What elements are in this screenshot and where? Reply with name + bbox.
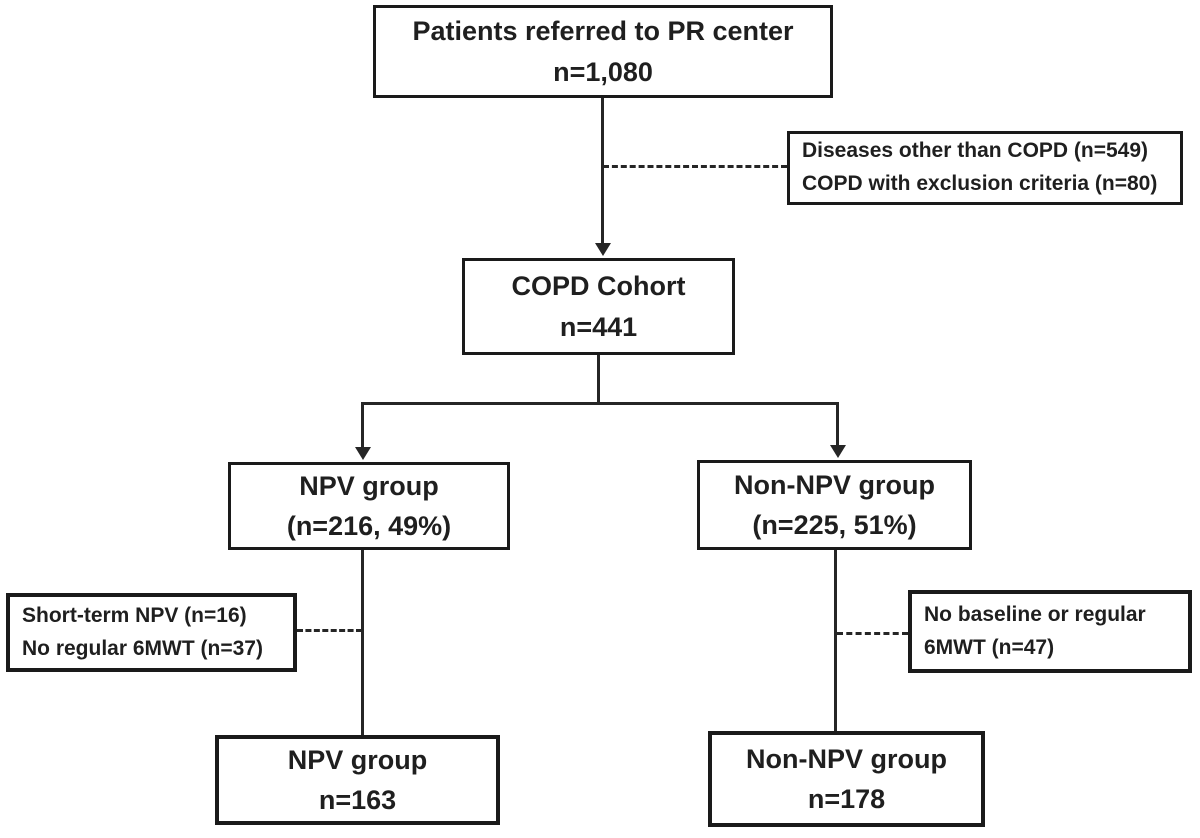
box-excluded-top: Diseases other than COPD (n=549) COPD wi… <box>787 131 1183 205</box>
box-count: n=163 <box>318 785 397 815</box>
box-patients-referred: Patients referred to PR center n=1,080 <box>373 5 833 98</box>
box-excluded-npv: Short-term NPV (n=16) No regular 6MWT (n… <box>6 593 297 672</box>
box-line: NPV group <box>287 744 428 775</box>
arrowhead-non-npv <box>830 445 846 458</box>
connector-dashed-top-exclusion <box>603 165 787 168</box>
arrowhead-npv <box>355 447 371 460</box>
box-npv-final: NPV group n=163 <box>215 735 500 825</box>
box-line: Non-NPV group <box>734 469 935 500</box>
box-line: No regular 6MWT (n=37) <box>22 636 263 660</box>
connector-non-npv-to-final <box>834 550 837 732</box>
box-line: No baseline or regular <box>924 602 1146 626</box>
connector-dashed-npv-exclusion <box>297 629 362 632</box>
box-count: (n=225, 51%) <box>752 510 917 540</box>
box-line: COPD Cohort <box>511 271 686 301</box>
arrowhead-copd <box>595 243 611 256</box>
box-line: Diseases other than COPD (n=549) <box>802 139 1149 163</box>
connector-branch-horizontal <box>361 402 839 405</box>
box-npv-group: NPV group (n=216, 49%) <box>228 462 510 550</box>
box-line: Non-NPV group <box>746 743 947 774</box>
box-non-npv-final: Non-NPV group n=178 <box>708 731 985 827</box>
box-line: NPV group <box>299 470 439 501</box>
connector-referred-to-copd <box>601 98 604 246</box>
box-excluded-non-npv: No baseline or regular 6MWT (n=47) <box>908 590 1192 673</box>
box-line: Patients referred to PR center <box>412 16 794 46</box>
box-line: 6MWT (n=47) <box>924 635 1055 659</box>
connector-dashed-non-npv-exclusion <box>837 632 908 635</box>
box-non-npv-group: Non-NPV group (n=225, 51%) <box>697 460 972 550</box>
box-line: Short-term NPV (n=16) <box>22 603 247 627</box>
box-count: n=441 <box>559 311 638 342</box>
connector-copd-to-branch <box>597 355 600 405</box>
connector-branch-to-non-npv <box>836 402 839 447</box>
box-count: (n=216, 49%) <box>286 511 452 541</box>
connector-npv-to-final <box>361 550 364 736</box>
box-count: n=178 <box>807 784 886 814</box>
box-copd-cohort: COPD Cohort n=441 <box>462 258 735 355</box>
box-line: COPD with exclusion criteria (n=80) <box>802 172 1158 195</box>
box-count: n=1,080 <box>553 56 653 87</box>
connector-branch-to-npv <box>361 402 364 449</box>
